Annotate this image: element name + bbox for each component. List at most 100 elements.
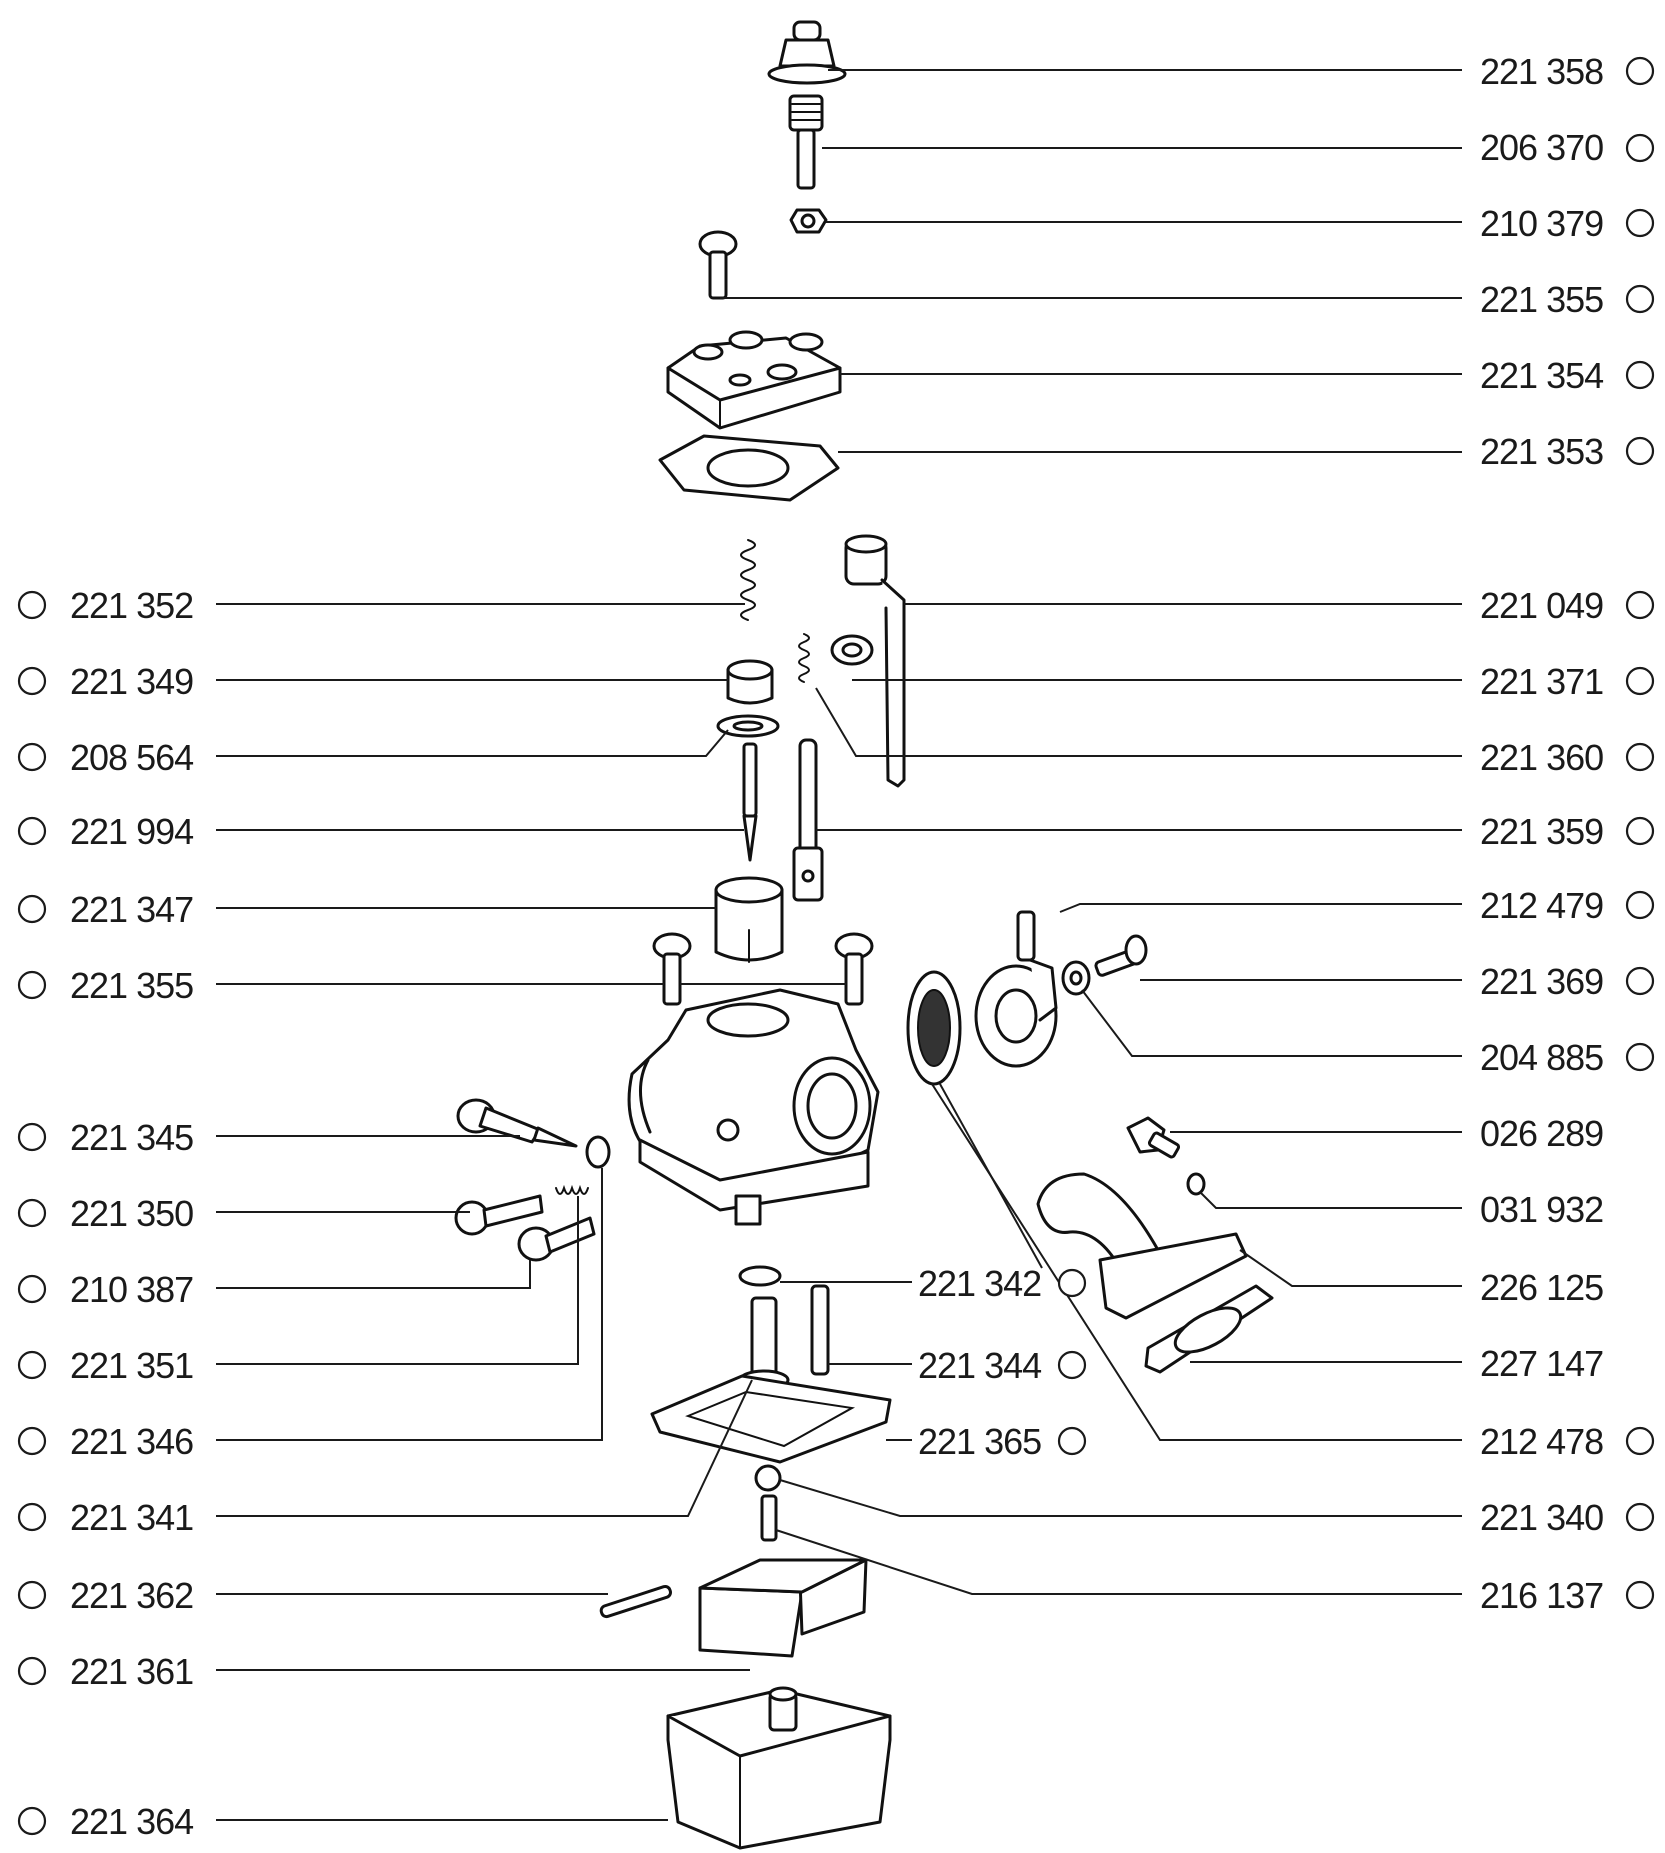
marker-circle-208-564[interactable]: [17, 742, 47, 772]
marker-circle-221-049[interactable]: [1625, 590, 1655, 620]
leader-filter-to-221-342: [939, 1083, 1043, 1269]
part-221-361-float: [698, 1558, 868, 1658]
marker-circle-221-342[interactable]: [1057, 1268, 1087, 1298]
part-221-354-cover: [666, 330, 842, 430]
leader-221-346: [216, 1168, 603, 1441]
label-212-478: 212 478: [1480, 1421, 1603, 1462]
marker-circle-212-479[interactable]: [1625, 890, 1655, 920]
label-221-347: 221 347: [70, 889, 193, 930]
marker-circle-221-355-mid[interactable]: [17, 970, 47, 1000]
leader-208-564: [216, 729, 729, 757]
leader-212-478: [931, 1083, 1462, 1441]
part-208-564-clip: [716, 714, 780, 738]
part-031-932-washer: [1186, 1172, 1206, 1196]
leader-221-341: [216, 1379, 753, 1517]
marker-circle-221-345[interactable]: [17, 1122, 47, 1152]
part-221-049-choke-rod: [844, 534, 906, 788]
leader-221-360: [815, 687, 1462, 757]
label-212-479: 212 479: [1480, 885, 1603, 926]
leader-210-387: [216, 1260, 531, 1289]
marker-circle-221-344[interactable]: [1057, 1350, 1087, 1380]
labels-middle-column: 221 342 221 344 221 365: [918, 1263, 1087, 1462]
marker-circle-204-885[interactable]: [1625, 1042, 1655, 1072]
leader-212-479: [1059, 903, 1462, 913]
part-221-351-spring: [555, 1184, 589, 1195]
part-221-355-screws-mid: [652, 932, 874, 1006]
label-221-361: 221 361: [70, 1651, 193, 1692]
part-221-364-float-bowl: [666, 1686, 892, 1850]
marker-circle-221-341[interactable]: [17, 1502, 47, 1532]
part-227-147-gasket: [1144, 1284, 1274, 1374]
label-221-365: 221 365: [918, 1421, 1041, 1462]
labels-left-column: 221 352 221 349 208 564 221 994 221 347 …: [17, 585, 194, 1842]
label-221-355-mid: 221 355: [70, 965, 193, 1006]
label-026-289: 026 289: [1480, 1113, 1603, 1154]
label-221-349: 221 349: [70, 661, 193, 702]
marker-circle-212-478[interactable]: [1625, 1426, 1655, 1456]
part-226-125-manifold: [1036, 1172, 1248, 1320]
part-216-137-needle: [760, 1494, 778, 1542]
marker-circle-221-360[interactable]: [1625, 742, 1655, 772]
marker-circle-210-379[interactable]: [1625, 208, 1655, 238]
label-221-352: 221 352: [70, 585, 193, 626]
marker-circle-221-352[interactable]: [17, 590, 47, 620]
part-221-360-spring: [798, 633, 810, 683]
label-206-370: 206 370: [1480, 127, 1603, 168]
leader-226-125: [1239, 1249, 1462, 1287]
label-221-371: 221 371: [1480, 661, 1603, 702]
marker-circle-216-137[interactable]: [1625, 1580, 1655, 1610]
marker-circle-221-994[interactable]: [17, 816, 47, 846]
part-026-289-bolt: [1126, 1116, 1181, 1159]
label-216-137: 216 137: [1480, 1575, 1603, 1616]
marker-circle-221-347[interactable]: [17, 894, 47, 924]
marker-circle-221-358[interactable]: [1625, 56, 1655, 86]
label-221-355-top: 221 355: [1480, 279, 1603, 320]
label-221-342: 221 342: [918, 1263, 1041, 1304]
marker-circle-221-354[interactable]: [1625, 360, 1655, 390]
label-227-147: 227 147: [1480, 1343, 1603, 1384]
marker-circle-221-349[interactable]: [17, 666, 47, 696]
marker-circle-221-350[interactable]: [17, 1198, 47, 1228]
part-221-358-cap: [767, 20, 847, 85]
part-221-349-cup: [726, 659, 774, 705]
marker-circle-221-359[interactable]: [1625, 816, 1655, 846]
marker-circle-221-340[interactable]: [1625, 1502, 1655, 1532]
part-221-371-washer: [830, 634, 874, 666]
label-221-345: 221 345: [70, 1117, 193, 1158]
part-221-346-oring: [585, 1135, 611, 1169]
marker-circle-221-364[interactable]: [17, 1806, 47, 1836]
marker-circle-221-361[interactable]: [17, 1656, 47, 1686]
label-031-932: 031 932: [1480, 1189, 1603, 1230]
label-221-360: 221 360: [1480, 737, 1603, 778]
marker-circle-221-365[interactable]: [1057, 1426, 1087, 1456]
marker-circle-221-355-top[interactable]: [1625, 284, 1655, 314]
label-221-350: 221 350: [70, 1193, 193, 1234]
part-221-344-jet: [810, 1284, 830, 1376]
part-221-994-needle: [742, 742, 758, 862]
marker-circle-210-387[interactable]: [17, 1274, 47, 1304]
marker-circle-221-362[interactable]: [17, 1580, 47, 1610]
marker-circle-221-371[interactable]: [1625, 666, 1655, 696]
part-filter-screen: [906, 970, 962, 1086]
leader-221-351: [216, 1196, 579, 1365]
parts-illustration: [454, 20, 1274, 1850]
label-221-359: 221 359: [1480, 811, 1603, 852]
part-221-355-screw-top: [698, 230, 738, 300]
part-212-479-fuel-housing: [974, 910, 1058, 1068]
leader-lines: [216, 69, 1462, 1821]
marker-circle-221-346[interactable]: [17, 1426, 47, 1456]
part-210-379-nut: [789, 208, 828, 234]
label-221-341: 221 341: [70, 1497, 193, 1538]
label-221-369: 221 369: [1480, 961, 1603, 1002]
label-221-340: 221 340: [1480, 1497, 1603, 1538]
marker-circle-206-370[interactable]: [1625, 133, 1655, 163]
part-221-362-pin: [599, 1584, 672, 1619]
marker-circle-221-353[interactable]: [1625, 436, 1655, 466]
part-221-365-gasket: [650, 1374, 892, 1464]
marker-circle-221-351[interactable]: [17, 1350, 47, 1380]
labels-right-column: 221 358 206 370 210 379 221 355 221 354 …: [1480, 51, 1655, 1616]
marker-circle-221-369[interactable]: [1625, 966, 1655, 996]
label-221-994: 221 994: [70, 811, 193, 852]
leader-221-340: [779, 1479, 1462, 1517]
